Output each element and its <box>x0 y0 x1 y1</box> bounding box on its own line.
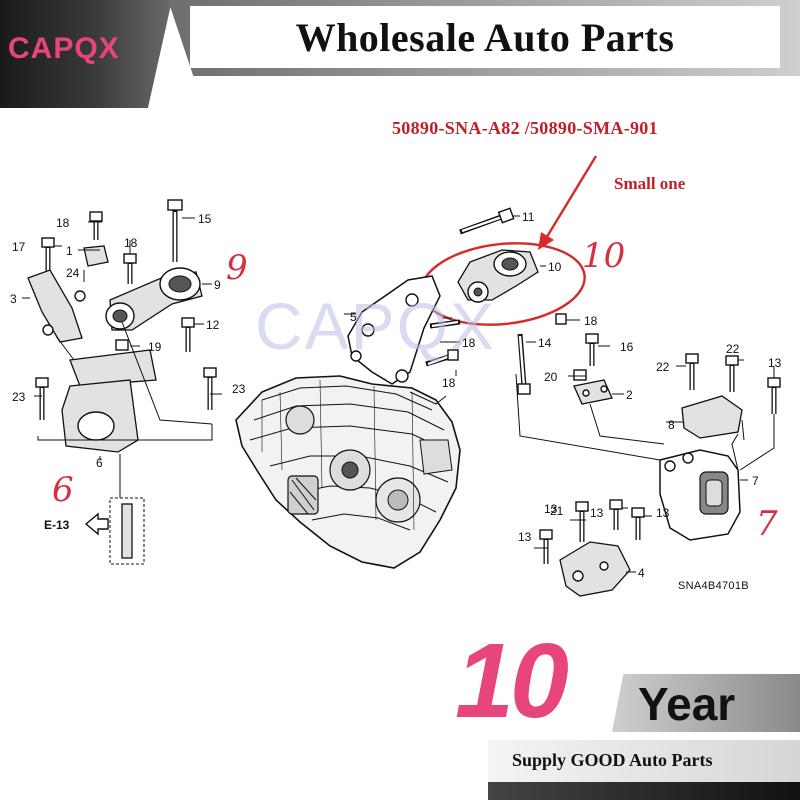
page-title: Wholesale Auto Parts <box>295 15 675 60</box>
part-label: 23 <box>232 382 246 396</box>
part-label: 7 <box>752 474 759 488</box>
part-numbers: 50890-SNA-A82 /50890-SMA-901 <box>392 118 658 138</box>
part-label: 12 <box>206 318 220 332</box>
bolt-17 <box>41 237 55 272</box>
footer-bar <box>488 782 800 800</box>
part-label: 13 <box>518 530 532 544</box>
diagram-code: SNA4B4701B <box>678 580 749 592</box>
bolt-15 <box>167 199 183 262</box>
part-label: 21 <box>550 504 564 518</box>
bolt-18-lower <box>425 349 459 367</box>
part-label: 1 <box>66 244 73 258</box>
hand-label-10: 10 <box>582 236 626 276</box>
bolt-16 <box>585 333 599 366</box>
nut-20 <box>573 369 587 381</box>
slogan: Supply GOOD Auto Parts <box>512 750 713 770</box>
bolt-13-b <box>631 507 645 540</box>
ref-label-e13: E-13 <box>44 518 70 532</box>
part-label: 20 <box>544 370 558 384</box>
bracket-1 <box>83 245 109 267</box>
part-label: 24 <box>66 266 80 280</box>
nut-18 <box>555 313 567 325</box>
bolt-14 <box>517 333 531 395</box>
brand-tab <box>0 0 172 108</box>
title-box <box>190 6 780 68</box>
left-mount-assembly <box>22 199 222 565</box>
highlight-arrow <box>543 155 598 241</box>
stud-box <box>109 497 145 565</box>
bracket-top <box>69 349 157 387</box>
bolt-13-c <box>539 529 553 564</box>
years-unit: Year <box>638 678 736 730</box>
bolt-11 <box>459 207 515 235</box>
bolt-23-left <box>35 377 49 420</box>
part-label: 11 <box>522 210 535 224</box>
hand-label-6: 6 <box>52 470 74 510</box>
part-label: 13 <box>590 506 604 520</box>
size-note: Small one <box>614 174 686 193</box>
part-label: 13 <box>768 356 782 370</box>
watermark: CAPQX <box>255 289 497 363</box>
bolt-18-center <box>429 319 461 329</box>
part-label: 18 <box>124 236 138 250</box>
slogan-band <box>488 740 800 782</box>
part-label: 18 <box>442 376 456 390</box>
right-mount-assembly <box>515 333 781 597</box>
bracket-3 <box>27 269 83 343</box>
bolt-18-mid <box>123 253 137 284</box>
year-band <box>612 674 800 732</box>
bolt-22-left <box>685 353 699 390</box>
part-label: 22 <box>726 342 740 356</box>
bolt-13-top <box>767 377 781 414</box>
part-label: 13 <box>544 502 558 516</box>
part-label: 18 <box>56 216 70 230</box>
brand-logo: CAPQX <box>8 32 120 65</box>
bolt-19 <box>115 339 129 351</box>
stud <box>121 503 133 559</box>
part-label: 3 <box>10 292 17 306</box>
hand-label-7: 7 <box>756 504 778 544</box>
part-label: 9 <box>214 278 221 292</box>
part-label: 23 <box>12 390 26 404</box>
hand-label-9: 9 <box>226 248 248 288</box>
part-label: 4 <box>638 566 645 580</box>
engine-block <box>235 375 461 569</box>
bracket-8 <box>681 395 743 439</box>
bolt-23-right <box>203 367 217 410</box>
part-label: 15 <box>198 212 212 226</box>
bolt-12 <box>181 317 195 352</box>
bracket-4 <box>559 541 631 597</box>
part-label: 14 <box>538 336 552 350</box>
part-label: 17 <box>12 240 26 254</box>
part-label: 13 <box>656 506 670 520</box>
arrow-e13 <box>84 512 109 536</box>
bolt-18-top <box>89 211 103 240</box>
part-label: 10 <box>548 260 562 274</box>
part-label: 22 <box>656 360 670 374</box>
bracket-2 <box>573 379 613 405</box>
part-label: 6 <box>96 456 103 470</box>
bolt-13-a <box>609 499 623 530</box>
part-label: 8 <box>668 418 675 432</box>
years-number: 10 <box>455 622 569 740</box>
part-label: 18 <box>584 314 598 328</box>
part-label: 2 <box>626 388 633 402</box>
part-label: 16 <box>620 340 634 354</box>
part-label: 18 <box>462 336 476 350</box>
bolt-21 <box>575 501 589 542</box>
part-label: 19 <box>148 340 162 354</box>
center-mount-assembly <box>344 155 598 395</box>
bolt-22-right <box>725 355 739 392</box>
part-label: 5 <box>350 310 357 324</box>
